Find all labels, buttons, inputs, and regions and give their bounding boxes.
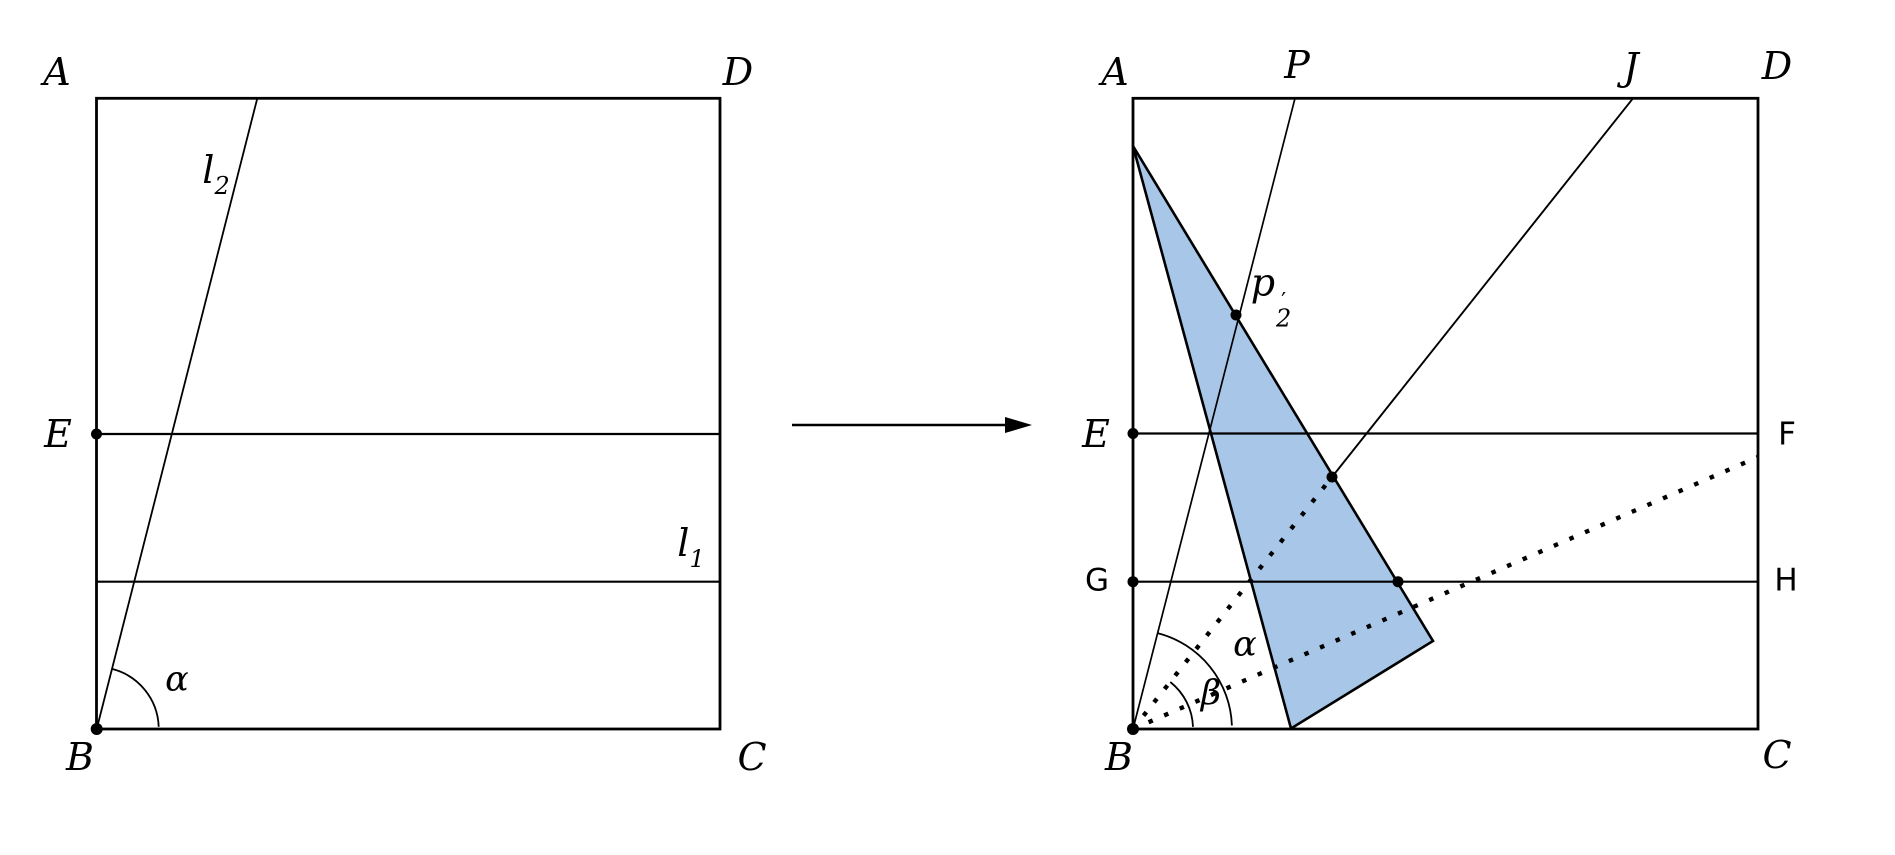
right-point-B-dot [1127,723,1139,735]
right-point-G-dot [1127,576,1139,588]
dotted-alpha-ray [1131,475,1334,731]
right-point-E-dot [1127,428,1139,439]
right-line-to-J [1331,97,1634,478]
right-diagram [1127,96,1760,735]
dotted-beta-ray-to-F [1132,454,1759,732]
right-alpha-angle-arc [1157,632,1233,726]
left-point-B-dot [90,723,103,735]
left-line-l2 [95,98,259,730]
left-point-E-dot [91,428,102,440]
right-point-p2-prime-dot [1230,309,1242,321]
right-point-on-GH-dot [1392,576,1404,588]
rotated-strip-highlight-region [1131,145,1435,731]
right-rectangle-ABCD [1131,96,1760,731]
arrow-head [1005,417,1032,433]
right-point-on-J-line-dot [1326,471,1338,483]
left-alpha-angle-arc [111,668,160,727]
left-rectangle-ABCD [95,96,722,731]
right-beta-angle-arc [1169,681,1194,727]
transform-arrow [792,417,1032,433]
left-diagram [90,96,722,735]
right-line-BP [1132,98,1296,730]
